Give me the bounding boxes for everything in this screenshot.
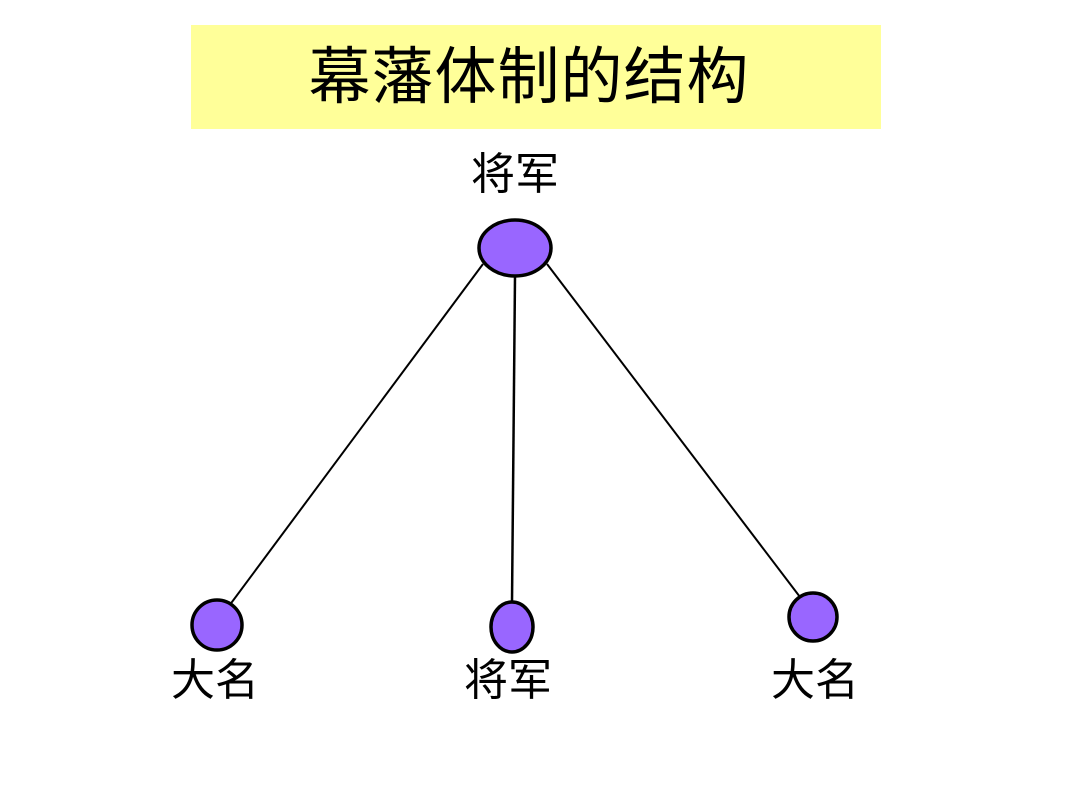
- node-child-daimyo-right[interactable]: [787, 591, 839, 643]
- node-label-root: 将军: [471, 149, 559, 200]
- title-banner: 幕藩体制的结构: [191, 25, 881, 129]
- node-label-child-right: 大名: [771, 655, 859, 706]
- connector-group: [228, 263, 801, 607]
- connector-root-to-left: [228, 263, 484, 607]
- connector-root-to-middle: [510, 275, 517, 603]
- page-title: 幕藩体制的结构: [308, 40, 750, 113]
- node-root-shogun[interactable]: [477, 218, 553, 278]
- node-label-child-left: 大名: [171, 655, 259, 706]
- node-child-shogun-middle[interactable]: [489, 600, 535, 654]
- node-label-child-middle: 将军: [464, 655, 552, 706]
- connector-root-to-right: [546, 263, 801, 598]
- node-child-daimyo-left[interactable]: [190, 598, 244, 652]
